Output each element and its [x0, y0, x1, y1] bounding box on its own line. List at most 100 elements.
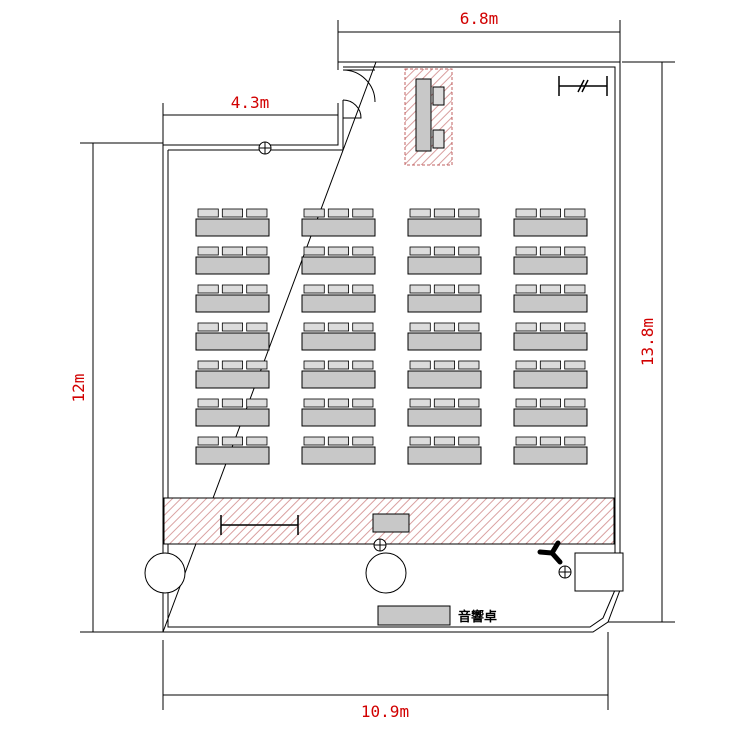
chair	[327, 436, 349, 446]
chair	[515, 398, 537, 408]
chair	[221, 284, 244, 294]
chair	[197, 398, 219, 408]
desk	[407, 332, 482, 351]
desk-unit	[407, 360, 482, 389]
room-walls	[162, 61, 621, 633]
chair	[458, 360, 480, 370]
desk-unit	[407, 322, 482, 351]
chair	[352, 246, 374, 256]
chair	[303, 360, 325, 370]
chair	[221, 208, 244, 218]
dim-top-width: 6.8m	[460, 9, 499, 28]
dim-upper-left-width: 4.3m	[231, 93, 270, 112]
seating-grid	[195, 208, 588, 465]
desk-unit	[195, 284, 270, 313]
desk	[301, 256, 376, 275]
chair	[303, 284, 325, 294]
chair	[564, 208, 586, 218]
chair	[409, 284, 431, 294]
chair	[564, 322, 586, 332]
desk-unit	[513, 360, 588, 389]
dim-left-height: 12m	[69, 374, 88, 403]
desk-unit	[513, 398, 588, 427]
desk-unit	[407, 436, 482, 465]
chair	[246, 398, 268, 408]
desk	[195, 218, 270, 237]
chair	[433, 398, 455, 408]
dimension-lines	[80, 20, 675, 710]
desk-unit	[301, 208, 376, 237]
desk	[513, 218, 588, 237]
desk	[195, 256, 270, 275]
desk	[513, 332, 588, 351]
column-icon	[144, 552, 186, 594]
desk	[301, 446, 376, 465]
chair	[458, 208, 480, 218]
chair	[539, 322, 561, 332]
chair	[515, 246, 537, 256]
chair	[327, 360, 349, 370]
camera-tripod-icon	[537, 540, 563, 565]
chair	[221, 436, 244, 446]
desk	[301, 332, 376, 351]
stage-area	[163, 497, 615, 545]
desk-unit	[407, 246, 482, 275]
desk	[407, 218, 482, 237]
chair	[409, 398, 431, 408]
chair	[303, 436, 325, 446]
desk	[513, 256, 588, 275]
chair	[409, 246, 431, 256]
desk	[195, 408, 270, 427]
desk	[407, 408, 482, 427]
desk-unit	[301, 246, 376, 275]
sound-desk-label: 音響卓	[458, 609, 497, 625]
chair	[433, 322, 455, 332]
chair	[303, 322, 325, 332]
chair	[197, 436, 219, 446]
door-swing-icon	[342, 69, 376, 119]
chair	[303, 398, 325, 408]
chair	[246, 360, 268, 370]
desk-unit	[407, 398, 482, 427]
desk	[195, 370, 270, 389]
desk	[195, 446, 270, 465]
desk-unit	[513, 284, 588, 313]
equipment-box	[574, 552, 624, 592]
chair	[221, 360, 244, 370]
desk-unit	[301, 398, 376, 427]
desk-unit	[301, 322, 376, 351]
chair	[409, 322, 431, 332]
desk	[407, 370, 482, 389]
desk-unit	[513, 246, 588, 275]
desk-unit	[195, 360, 270, 389]
desk-unit	[513, 322, 588, 351]
chair	[327, 246, 349, 256]
desk	[513, 408, 588, 427]
chair	[246, 208, 268, 218]
desk-unit	[195, 398, 270, 427]
chair	[303, 246, 325, 256]
chair	[433, 360, 455, 370]
chair	[352, 360, 374, 370]
chair	[458, 398, 480, 408]
chair	[327, 284, 349, 294]
chair	[327, 208, 349, 218]
chair	[246, 284, 268, 294]
desk	[513, 446, 588, 465]
chair	[221, 322, 244, 332]
chair	[221, 246, 244, 256]
chair	[539, 360, 561, 370]
desk	[407, 446, 482, 465]
desk-unit	[195, 208, 270, 237]
desk	[513, 370, 588, 389]
sound-desk	[377, 605, 451, 626]
desk	[195, 294, 270, 313]
mic-stand-icon	[373, 538, 387, 552]
chair	[539, 436, 561, 446]
desk-unit	[301, 436, 376, 465]
desk-unit	[407, 208, 482, 237]
chair	[564, 398, 586, 408]
chair	[458, 322, 480, 332]
dim-bottom-width: 10.9m	[361, 702, 409, 721]
